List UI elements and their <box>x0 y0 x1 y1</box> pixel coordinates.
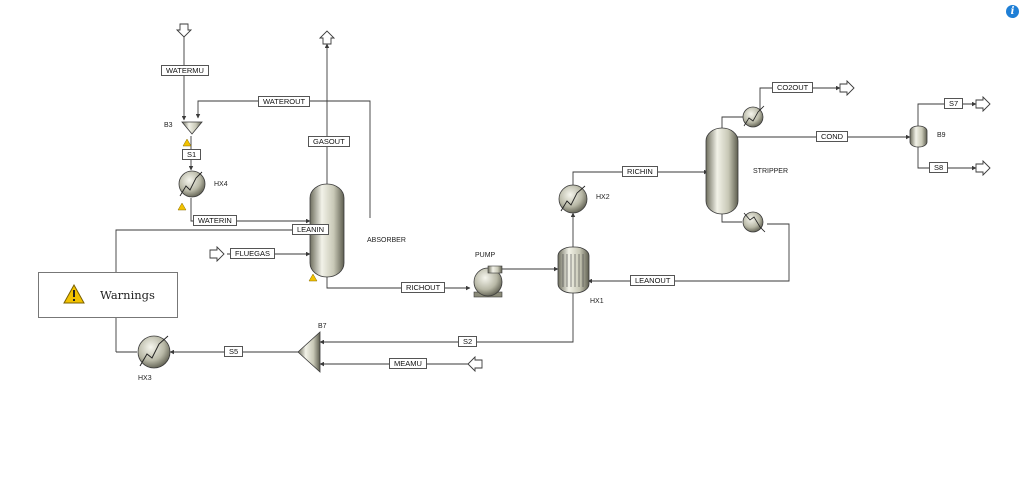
stream-line-richout[interactable] <box>326 277 471 291</box>
stream-line-richin[interactable] <box>572 169 709 185</box>
product-arrow-gasout-icon[interactable] <box>318 30 336 45</box>
heat-exchanger-hx1-icon[interactable] <box>557 246 590 294</box>
stream-tag-watermu[interactable]: WATERMU <box>161 65 209 76</box>
stream-tag-gasout[interactable]: GASOUT <box>308 136 350 147</box>
heater-hx2-icon[interactable] <box>558 184 588 214</box>
warning-marker-hx4-icon[interactable] <box>177 202 187 211</box>
stream-tag-richout[interactable]: RICHOUT <box>401 282 446 293</box>
block-label-pump: PUMP <box>475 252 496 259</box>
stream-tag-cond[interactable]: COND <box>816 131 849 142</box>
feed-arrow-fluegas-icon[interactable] <box>209 245 225 263</box>
stream-line-waterin[interactable] <box>190 198 311 224</box>
mixer-b7-icon[interactable] <box>297 331 321 373</box>
block-label-hx2: HX2 <box>596 194 610 201</box>
stream-tag-s5[interactable]: S5 <box>224 346 244 357</box>
stream-line-leanin[interactable] <box>115 227 311 273</box>
stream-tag-s2[interactable]: S2 <box>458 336 478 347</box>
stream-tag-s7[interactable]: S7 <box>944 98 964 109</box>
feed-arrow-meamu-icon[interactable] <box>467 355 483 373</box>
block-label-b9: B9 <box>937 132 946 139</box>
stream-tag-leanout[interactable]: LEANOUT <box>630 275 676 286</box>
stream-tag-leanin[interactable]: LEANIN <box>292 224 330 235</box>
pump-icon[interactable] <box>473 265 503 298</box>
block-label-hx1: HX1 <box>590 298 604 305</box>
block-label-b3: B3 <box>164 122 173 129</box>
stream-tag-waterin[interactable]: WATERIN <box>193 215 237 226</box>
info-icon[interactable]: i <box>1006 5 1019 18</box>
block-label-b7: B7 <box>318 323 327 330</box>
feed-arrow-watermu-icon[interactable] <box>175 23 193 38</box>
product-arrow-s8-icon[interactable] <box>975 159 991 177</box>
block-label-absorber: ABSORBER <box>367 237 406 244</box>
heater-hx4-icon[interactable] <box>178 170 206 198</box>
mixer-b3-icon[interactable] <box>181 121 203 135</box>
product-arrow-co2out-icon[interactable] <box>839 79 855 97</box>
stream-tag-fluegas[interactable]: FLUEGAS <box>230 248 276 259</box>
stream-line-s2[interactable] <box>319 293 574 345</box>
block-label-stripper: STRIPPER <box>753 168 789 175</box>
block-label-hx3: HX3 <box>138 375 152 382</box>
condenser-icon[interactable] <box>742 105 765 128</box>
stream-tag-waterout[interactable]: WATEROUT <box>258 96 311 107</box>
stream-tag-co2out[interactable]: CO2OUT <box>772 82 814 93</box>
stream-line-stripper-condenser[interactable] <box>721 116 743 131</box>
stream-tag-s8[interactable]: S8 <box>929 162 949 173</box>
reboiler-icon[interactable] <box>742 211 766 233</box>
warnings-panel[interactable]: Warnings <box>38 272 178 318</box>
stream-tag-meamu[interactable]: MEAMU <box>389 358 427 369</box>
warning-marker-b3-icon[interactable] <box>182 138 192 147</box>
heater-hx3-icon[interactable] <box>137 335 171 369</box>
block-label-hx4: HX4 <box>214 181 228 188</box>
warnings-label: Warnings <box>100 288 155 302</box>
flash-b9-icon[interactable] <box>909 125 928 148</box>
stripper-column-icon[interactable] <box>705 127 739 215</box>
warning-marker-absorber-icon[interactable] <box>308 273 318 282</box>
stream-tag-richin[interactable]: RICHIN <box>622 166 658 177</box>
stream-line-stripper-reboiler[interactable] <box>721 212 742 223</box>
stream-tag-s1[interactable]: S1 <box>182 149 202 160</box>
stream-line-co2out[interactable] <box>759 85 841 110</box>
stream-line-s8[interactable] <box>917 146 977 171</box>
product-arrow-s7-icon[interactable] <box>975 95 991 113</box>
warning-icon <box>63 284 85 304</box>
stream-line-leanout[interactable] <box>587 223 790 284</box>
